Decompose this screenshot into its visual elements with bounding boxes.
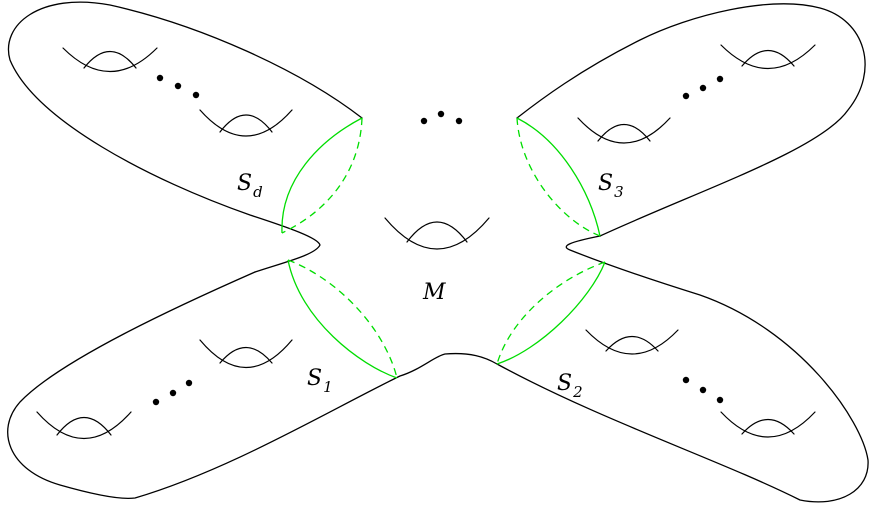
ellipsis-dots-icon [156, 74, 200, 99]
torus-handle-icon [36, 411, 132, 440]
label-s1-base: S [307, 366, 322, 391]
torus-handle-icon [384, 217, 490, 250]
curve-sd [281, 117, 363, 234]
torus-handle-icon [585, 329, 679, 355]
torus-handle-icon [199, 339, 293, 369]
label-sd-sub: d [253, 183, 263, 201]
curve-s3-front [516, 117, 601, 237]
label-s3: S3 [598, 171, 624, 201]
label-s2-sub: 2 [572, 383, 583, 401]
label-sd: Sd [237, 171, 263, 201]
torus-handle-icon [720, 411, 816, 438]
torus-handle-icon [62, 47, 158, 72]
curve-s2-back [496, 261, 606, 365]
curve-s1-front [287, 259, 398, 379]
ellipsis-dots-icon [682, 75, 724, 100]
surface-outline [7, 1, 869, 503]
label-center: M [422, 280, 446, 305]
curve-s3-back [516, 117, 601, 237]
ellipsis-dots-icon [152, 379, 193, 406]
lower-left-arm-outline [7, 235, 869, 503]
labels: M Sd S1 S2 S3 [237, 171, 624, 401]
label-s1-sub: 1 [323, 378, 333, 396]
label-s2-base: S [557, 371, 572, 396]
ellipsis-groups [152, 74, 724, 406]
curve-sd-back [281, 117, 363, 234]
torus-handle-icon [577, 117, 671, 144]
upper-right-arm-outline [516, 3, 866, 237]
label-s1: S1 [307, 366, 333, 396]
label-s2: S2 [557, 371, 583, 401]
ellipsis-dots-icon [420, 110, 463, 125]
curve-s2 [496, 261, 606, 365]
curve-s1 [287, 259, 398, 379]
label-s3-sub: 3 [614, 183, 624, 201]
torus-handle-icon [720, 44, 816, 69]
handles [36, 44, 816, 440]
curve-s1-back [287, 259, 398, 379]
curve-sd-front [281, 117, 363, 234]
torus-handle-icon [199, 109, 293, 137]
upper-left-arm-outline [7, 1, 363, 273]
label-sd-base: S [237, 171, 252, 196]
curve-s3 [516, 117, 601, 237]
curve-s2-front [496, 261, 606, 365]
ellipsis-dots-icon [682, 376, 724, 404]
gluing-curves [281, 117, 606, 379]
label-s3-base: S [598, 171, 613, 196]
